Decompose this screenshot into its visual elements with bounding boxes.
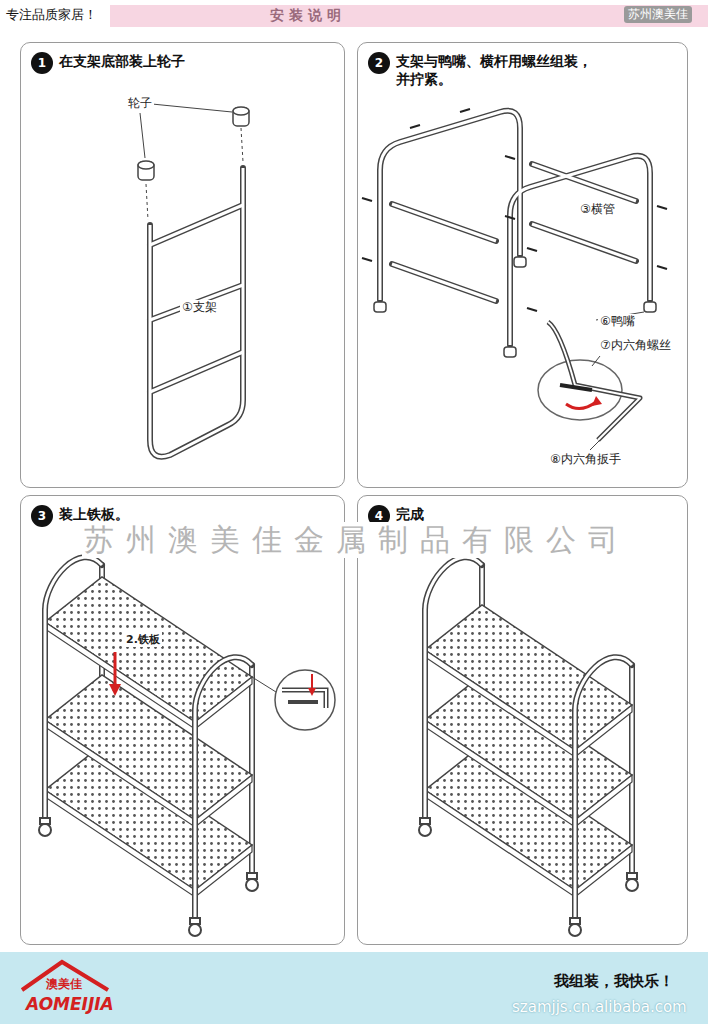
part-name: ⑧内六角扳手: [548, 452, 623, 467]
part-name: ①支架: [180, 300, 219, 315]
step-panel: 支架与鸭嘴、横杆用螺丝组装， 并拧紧。 2: [357, 42, 688, 488]
part-name: ⑥鸭嘴: [598, 314, 637, 329]
step-number: 1: [31, 52, 53, 74]
part-name: 2.铁板: [124, 632, 162, 647]
step-heading: 完成: [396, 505, 424, 523]
part-name: ③横管: [578, 202, 617, 217]
cart-drawing: [419, 557, 638, 936]
step-number-text: 1: [38, 56, 46, 70]
step-number: 3: [31, 505, 53, 527]
step-panel: 装上铁板。 3: [20, 495, 345, 945]
step-heading: 支架与鸭嘴、横杆用螺丝组装， 并拧紧。: [396, 52, 606, 88]
insert-arrow: [109, 652, 335, 730]
cart-drawing: [39, 557, 258, 936]
brand-badge: 苏州澳美佳: [624, 6, 692, 23]
frame-drawing: [138, 104, 249, 457]
step-number: 2: [368, 52, 390, 74]
step-heading: 装上铁板。: [59, 505, 129, 523]
part-name: 轮子: [126, 96, 154, 111]
brand-logo: AOMEIJIA: [24, 994, 116, 1014]
step-panel: 在支架底部装上轮子 1: [20, 42, 345, 488]
step-number-text: 2: [375, 56, 383, 70]
slogan: 我组装，我快乐！: [552, 972, 676, 990]
step-heading: 在支架底部装上轮子: [59, 52, 185, 70]
step-number-text: 3: [38, 509, 46, 523]
brand-name: 澳美佳: [44, 977, 84, 992]
step-panel: 完成 4: [357, 495, 688, 945]
slogan: 专注品质家居！: [4, 7, 99, 22]
watermark: 苏州澳美佳金属制品有限公司: [82, 522, 632, 558]
step-number-text: 4: [375, 509, 383, 523]
assembly-drawing: [362, 109, 667, 450]
part-name: ⑦内六角螺丝: [598, 338, 673, 353]
page-title: 安 装 说 明: [270, 7, 341, 24]
website: szamjjs.cn.alibaba.com: [510, 998, 689, 1016]
